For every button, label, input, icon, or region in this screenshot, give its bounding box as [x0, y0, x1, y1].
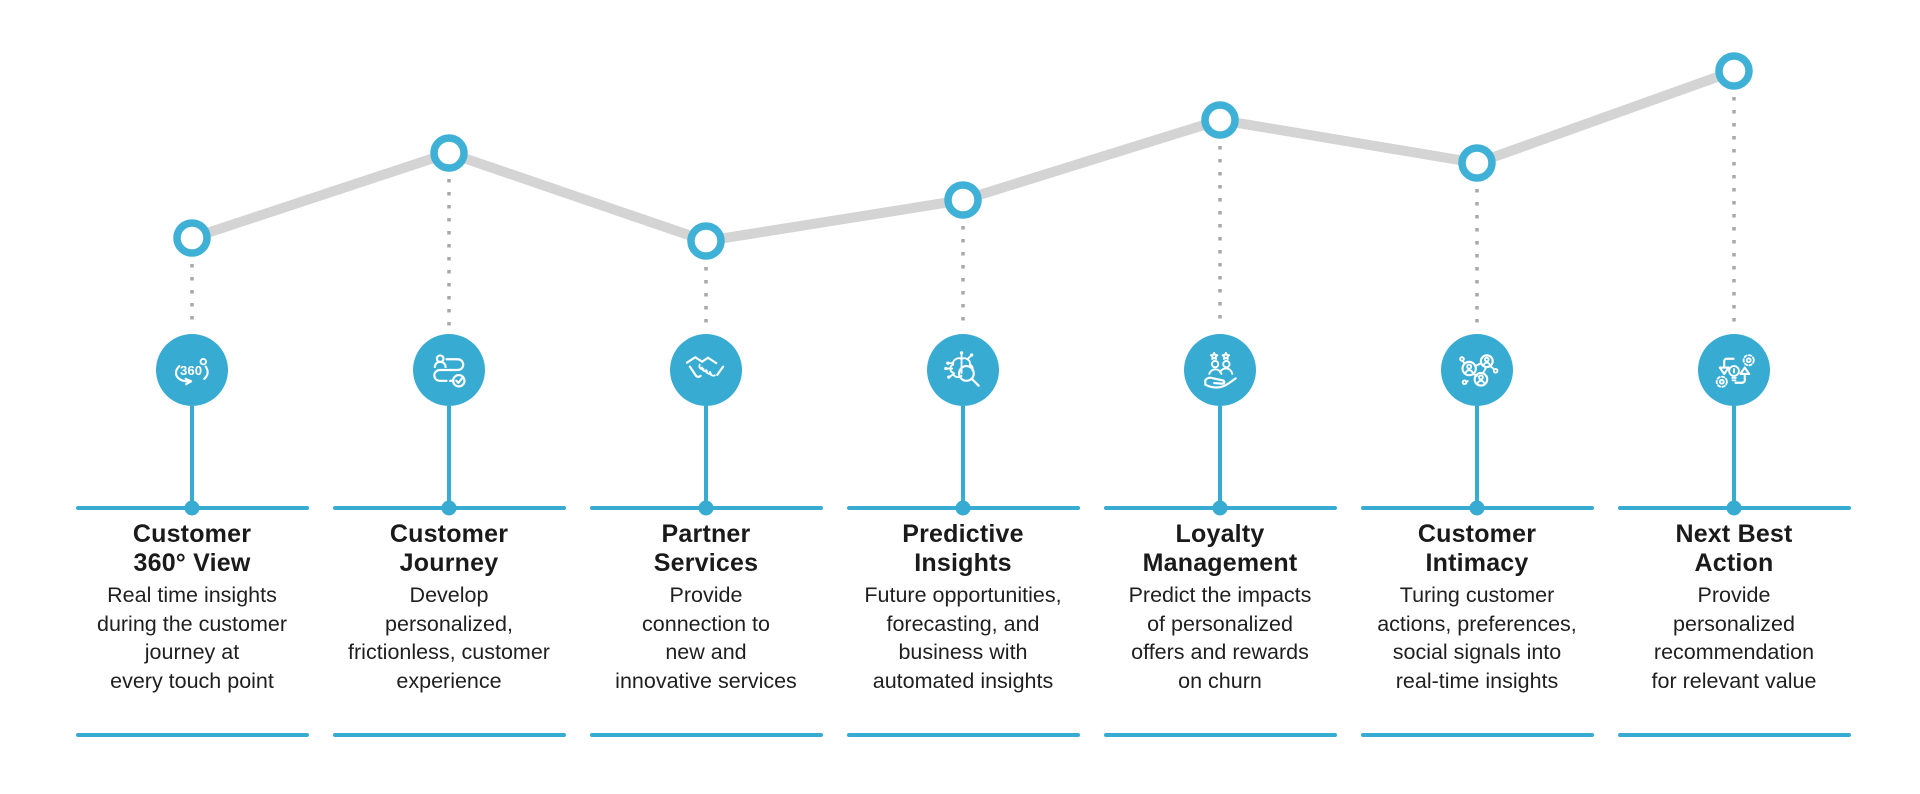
top-rule — [589, 500, 823, 516]
top-rule — [1617, 500, 1851, 516]
bottom-rule — [1617, 733, 1851, 737]
bottom-rule — [1103, 733, 1337, 737]
chart-marker — [944, 181, 982, 219]
customer-journey-icon — [413, 334, 485, 406]
bottom-rule — [1360, 733, 1594, 737]
connector-dot — [698, 500, 714, 516]
connector-stem — [1475, 406, 1479, 506]
top-rule — [1360, 500, 1594, 516]
connector-stem — [961, 406, 965, 506]
loyalty-management-icon — [1184, 334, 1256, 406]
connector-stem — [447, 406, 451, 506]
360-view-icon: 360 — [156, 334, 228, 406]
chart-marker — [1458, 144, 1496, 182]
chart-marker — [173, 219, 211, 257]
bottom-rule — [846, 733, 1080, 737]
chart-marker — [1201, 101, 1239, 139]
svg-text:360: 360 — [180, 362, 202, 377]
chart-marker — [687, 222, 725, 260]
top-rule — [332, 500, 566, 516]
top-rule — [846, 500, 1080, 516]
chart-marker — [1715, 52, 1753, 90]
bottom-rule — [589, 733, 823, 737]
chart-marker — [430, 134, 468, 172]
partner-services-icon — [670, 334, 742, 406]
next-best-action-icon — [1698, 334, 1770, 406]
connector-dot — [1469, 500, 1485, 516]
connector-dot — [441, 500, 457, 516]
connector-stem — [190, 406, 194, 506]
connector-dot — [1726, 500, 1742, 516]
bottom-rule — [332, 733, 566, 737]
top-rule — [1103, 500, 1337, 516]
connector-stem — [704, 406, 708, 506]
top-rule — [75, 500, 309, 516]
connector-dot — [955, 500, 971, 516]
customer-intimacy-icon — [1441, 334, 1513, 406]
connector-dot — [184, 500, 200, 516]
connector-dot — [1212, 500, 1228, 516]
bottom-rule — [75, 733, 309, 737]
connector-stem — [1732, 406, 1736, 506]
predictive-insights-icon — [927, 334, 999, 406]
connector-stem — [1218, 406, 1222, 506]
